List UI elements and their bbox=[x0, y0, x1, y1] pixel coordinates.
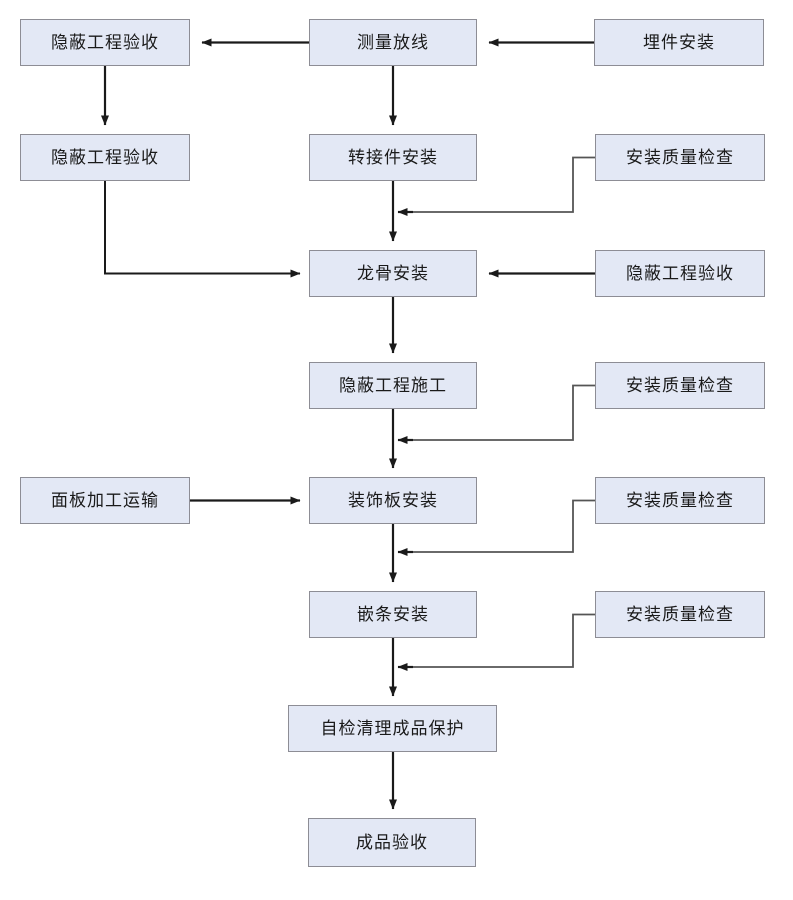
node-label: 自检清理成品保护 bbox=[320, 719, 465, 738]
node-yinbi-gongcheng-yanshou-1[interactable]: 隐蔽工程验收 bbox=[20, 19, 190, 66]
node-chengpin-yanshou[interactable]: 成品验收 bbox=[308, 818, 476, 867]
node-label: 隐蔽工程施工 bbox=[339, 376, 447, 395]
node-zhuanjiejian-anzhuang[interactable]: 转接件安装 bbox=[309, 134, 477, 181]
node-label: 埋件安装 bbox=[643, 33, 715, 52]
node-label: 成品验收 bbox=[356, 833, 428, 852]
node-anzhuang-zhiliang-jiancha-1[interactable]: 安装质量检查 bbox=[595, 134, 765, 181]
node-label: 装饰板安装 bbox=[348, 491, 438, 510]
node-yinbi-gongcheng-yanshou-2[interactable]: 隐蔽工程验收 bbox=[20, 134, 190, 181]
node-mianban-jiagong-yunshu[interactable]: 面板加工运输 bbox=[20, 477, 190, 524]
node-label: 转接件安装 bbox=[348, 148, 438, 167]
node-label: 隐蔽工程验收 bbox=[626, 264, 734, 283]
node-label: 隐蔽工程验收 bbox=[51, 148, 159, 167]
node-label: 安装质量检查 bbox=[626, 376, 734, 395]
node-zijian-qingli-chengpin-baohu[interactable]: 自检清理成品保护 bbox=[288, 705, 497, 752]
node-anzhuang-zhiliang-jiancha-3[interactable]: 安装质量检查 bbox=[595, 477, 765, 524]
node-label: 安装质量检查 bbox=[626, 148, 734, 167]
edge-yinbi2-to-longgu bbox=[104, 181, 301, 278]
node-zhuangshiban-anzhuang[interactable]: 装饰板安装 bbox=[309, 477, 477, 524]
node-qiantiao-anzhuang[interactable]: 嵌条安装 bbox=[309, 591, 477, 638]
node-label: 安装质量检查 bbox=[626, 605, 734, 624]
node-anzhuang-zhiliang-jiancha-2[interactable]: 安装质量检查 bbox=[595, 362, 765, 409]
node-anzhuang-zhiliang-jiancha-4[interactable]: 安装质量检查 bbox=[595, 591, 765, 638]
node-longgu-anzhuang[interactable]: 龙骨安装 bbox=[309, 250, 477, 297]
node-label: 安装质量检查 bbox=[626, 491, 734, 510]
node-label: 测量放线 bbox=[357, 33, 429, 52]
node-celiang-fangxian[interactable]: 测量放线 bbox=[309, 19, 477, 66]
node-label: 龙骨安装 bbox=[357, 264, 429, 283]
node-maijian-anzhuang[interactable]: 埋件安装 bbox=[594, 19, 764, 66]
node-label: 嵌条安装 bbox=[357, 605, 429, 624]
node-yinbi-gongcheng-shigong[interactable]: 隐蔽工程施工 bbox=[309, 362, 477, 409]
node-label: 面板加工运输 bbox=[51, 491, 159, 510]
node-yinbi-gongcheng-yanshou-3[interactable]: 隐蔽工程验收 bbox=[595, 250, 765, 297]
node-label: 隐蔽工程验收 bbox=[51, 33, 159, 52]
